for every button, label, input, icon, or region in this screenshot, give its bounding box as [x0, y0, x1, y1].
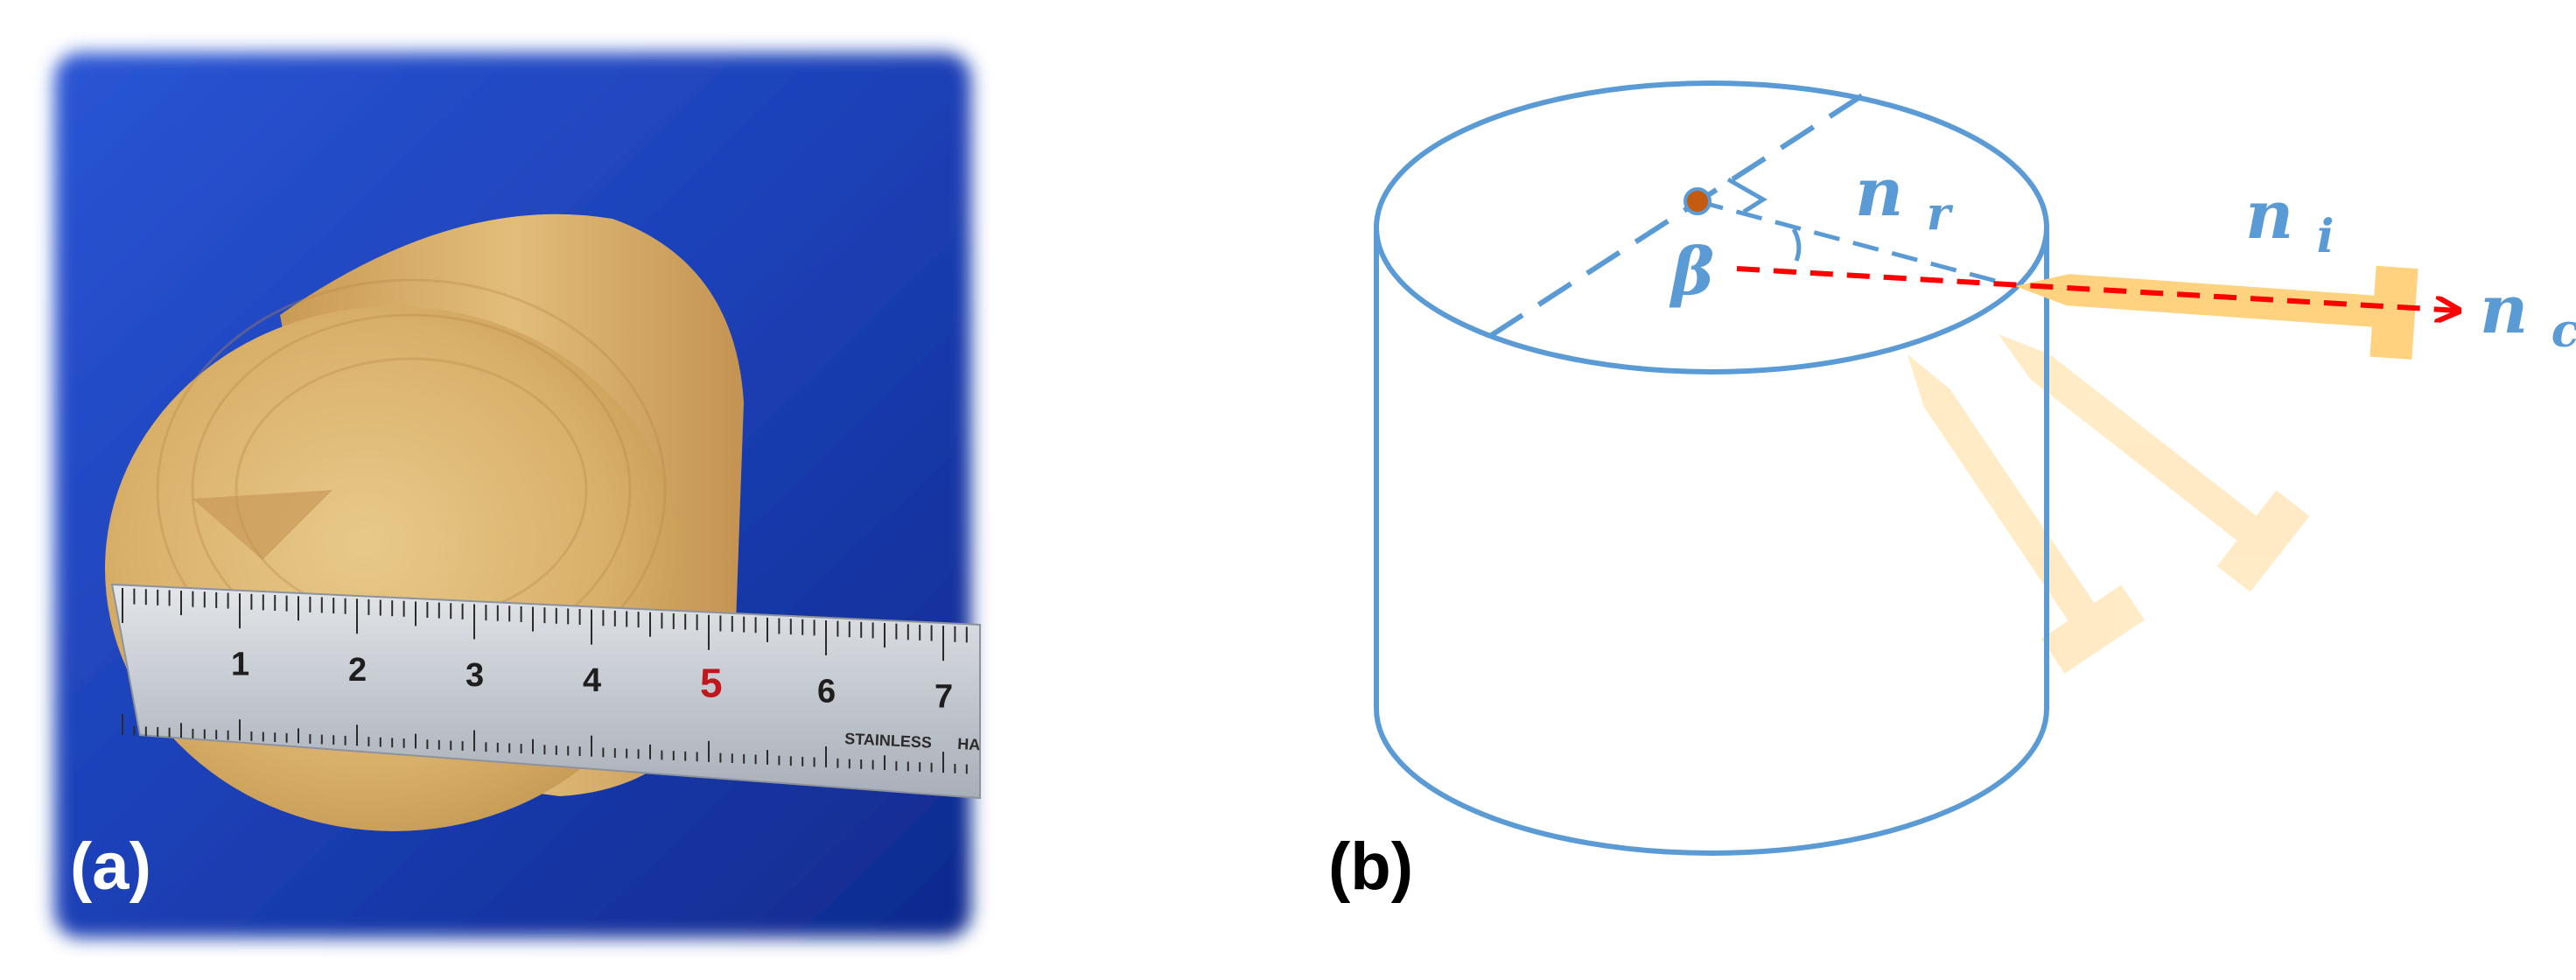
ruler-number: 6	[817, 674, 836, 710]
ruler-numbers: 1 2 3 4 5 6 7	[231, 647, 953, 716]
nc-base: n	[2480, 270, 2528, 348]
ruler-number: 5	[700, 660, 723, 705]
schematic-panel: β n r n i n c (b)	[1328, 80, 2576, 904]
cylinder-outline	[1374, 80, 2049, 856]
nr-label: n r	[1855, 153, 1954, 241]
ruler-number: 1	[231, 647, 249, 683]
panel-label-b: (b)	[1328, 830, 1413, 904]
ruler-number: 3	[466, 657, 484, 694]
probe-main	[2015, 265, 2418, 360]
nr-base: n	[1855, 153, 1903, 231]
ruler-stamp: STAINLESS	[844, 730, 933, 752]
ruler-number: 2	[348, 652, 367, 689]
probe-faded-1	[1998, 334, 2310, 592]
ni-subscript: i	[2317, 210, 2334, 263]
ruler-number: 4	[583, 662, 601, 699]
right-angle-marker	[1726, 177, 1768, 214]
center-point	[1684, 187, 1712, 215]
beta-angle-arc	[1791, 228, 1802, 262]
ni-label: n i	[2245, 176, 2334, 263]
ruler-stamp-cut: HA	[957, 735, 981, 753]
photo-panel: 1 2 3 4 5 6 7 STAINLESS HA (a)	[54, 52, 981, 938]
nc-arrow	[1736, 266, 2459, 311]
beta-symbol: β	[1669, 234, 1714, 310]
panel-label-a: (a)	[70, 830, 151, 904]
nc-label: n c	[2480, 270, 2576, 358]
probe-faded-2	[1908, 354, 2145, 674]
radius-nr-line	[1697, 199, 2016, 289]
wood-knot	[192, 490, 332, 560]
diameter-line	[1488, 92, 1866, 339]
ni-base: n	[2245, 176, 2293, 254]
steel-ruler	[110, 583, 981, 800]
ruler-number: 7	[934, 679, 953, 716]
nc-subscript: c	[2552, 304, 2576, 358]
ruler-ticks	[122, 588, 968, 774]
nr-subscript: r	[1927, 187, 1954, 241]
